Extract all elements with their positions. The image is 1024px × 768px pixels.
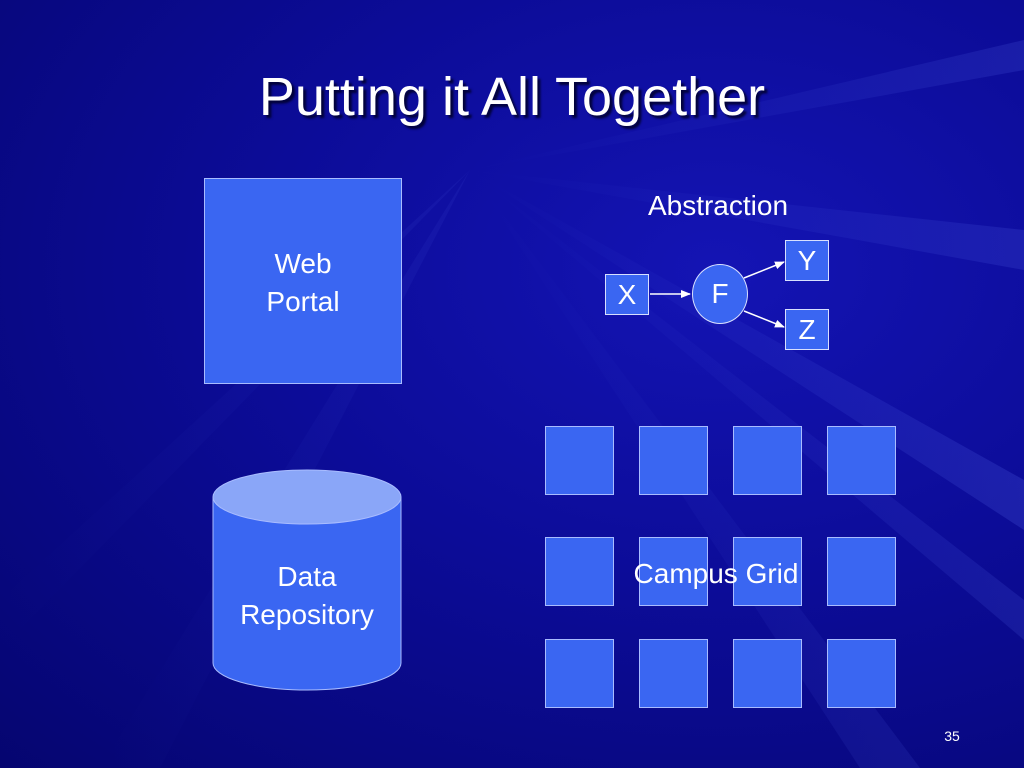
abstraction-label: Abstraction	[647, 190, 789, 221]
slide-title: Putting it All Together	[258, 67, 766, 127]
cylinder-top	[212, 469, 402, 525]
grid-node	[639, 537, 708, 606]
node-x: X	[605, 274, 649, 315]
grid-node	[733, 426, 802, 495]
node-f: F	[692, 264, 748, 324]
data-repository-label-line2: Repository	[240, 599, 374, 630]
data-repository-label-line1: Data	[277, 561, 337, 592]
web-portal-label: Web Portal	[205, 245, 401, 321]
grid-node	[827, 537, 896, 606]
node-y: Y	[785, 240, 829, 281]
node-z: Z	[785, 309, 829, 350]
grid-node	[545, 639, 614, 708]
grid-node	[639, 639, 708, 708]
grid-node	[827, 639, 896, 708]
cylinder-body	[212, 496, 402, 691]
grid-node	[639, 426, 708, 495]
grid-node	[733, 537, 802, 606]
grid-node	[733, 639, 802, 708]
data-repository-label: Data Repository	[213, 558, 401, 634]
arrow-f-to-z	[743, 310, 785, 328]
web-portal-box: Web Portal	[204, 178, 402, 384]
campus-grid-label: Campus Grid	[633, 558, 799, 589]
grid-node	[545, 537, 614, 606]
web-portal-label-line1: Web	[274, 248, 332, 279]
page-number: 35	[944, 728, 960, 744]
grid-node	[827, 426, 896, 495]
web-portal-label-line2: Portal	[266, 286, 340, 317]
arrow-f-to-y	[743, 261, 785, 279]
grid-node	[545, 426, 614, 495]
